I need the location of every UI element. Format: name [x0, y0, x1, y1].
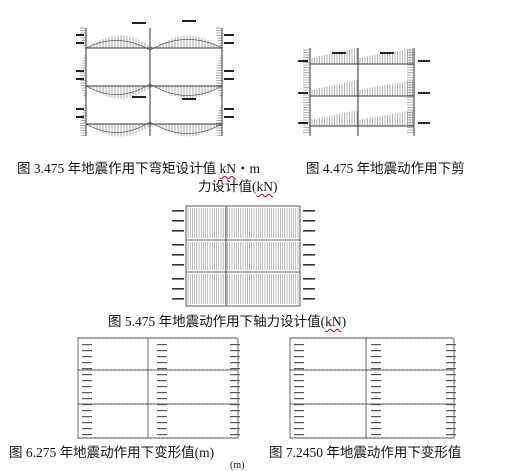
figure-3-caption-text: 图 3.475 年地震作用下弯矩设计值 [17, 161, 220, 176]
figure-4-caption-line2-text: 力设计值( [198, 179, 257, 194]
deformation-diagram-2-svg [289, 337, 456, 439]
figure-6-caption-overflow: (m) [230, 460, 245, 471]
figure-7-caption: 图 7.2450 年地震动作用下变形值 [269, 445, 462, 460]
figure-5-axial-diagram [170, 200, 320, 312]
axial-diagram-svg [172, 205, 315, 307]
figure-5-caption-text: 图 5.475 年地震动作用下轴力设计值( [108, 314, 326, 329]
figure-3-caption-unit: kN [219, 161, 237, 176]
figure-4-caption-line2-suffix: ) [273, 179, 278, 194]
figure-6-caption: 图 6.275 年地震动作用下变形值(m) [9, 445, 215, 460]
figure-5-caption: 图 5.475 年地震动作用下轴力设计值(kN) [108, 313, 346, 330]
figure-4-shear-diagram [296, 38, 456, 146]
moment-diagram-svg [76, 20, 234, 137]
figure-5-caption-suffix: ) [341, 314, 347, 329]
figure-3-moment-diagram [72, 8, 252, 148]
figure-4-caption-unit: kN [256, 179, 274, 194]
figure-3-caption: 图 3.475 年地震作用下弯矩设计值 kN・m [17, 160, 260, 177]
figure-4-caption-line1: 图 4.475 年地震动作用下剪 [306, 161, 465, 176]
figure-4-caption-line2: 力设计值(kN) [198, 178, 278, 195]
figure-3-caption-suffix: ・m [236, 161, 261, 176]
deformation-diagram-svg [77, 337, 240, 439]
figure-6-deformation-diagram [68, 334, 248, 442]
figure-7-deformation-diagram [284, 334, 464, 442]
shear-diagram-svg [298, 48, 430, 136]
figure-5-caption-unit: kN [325, 314, 342, 329]
